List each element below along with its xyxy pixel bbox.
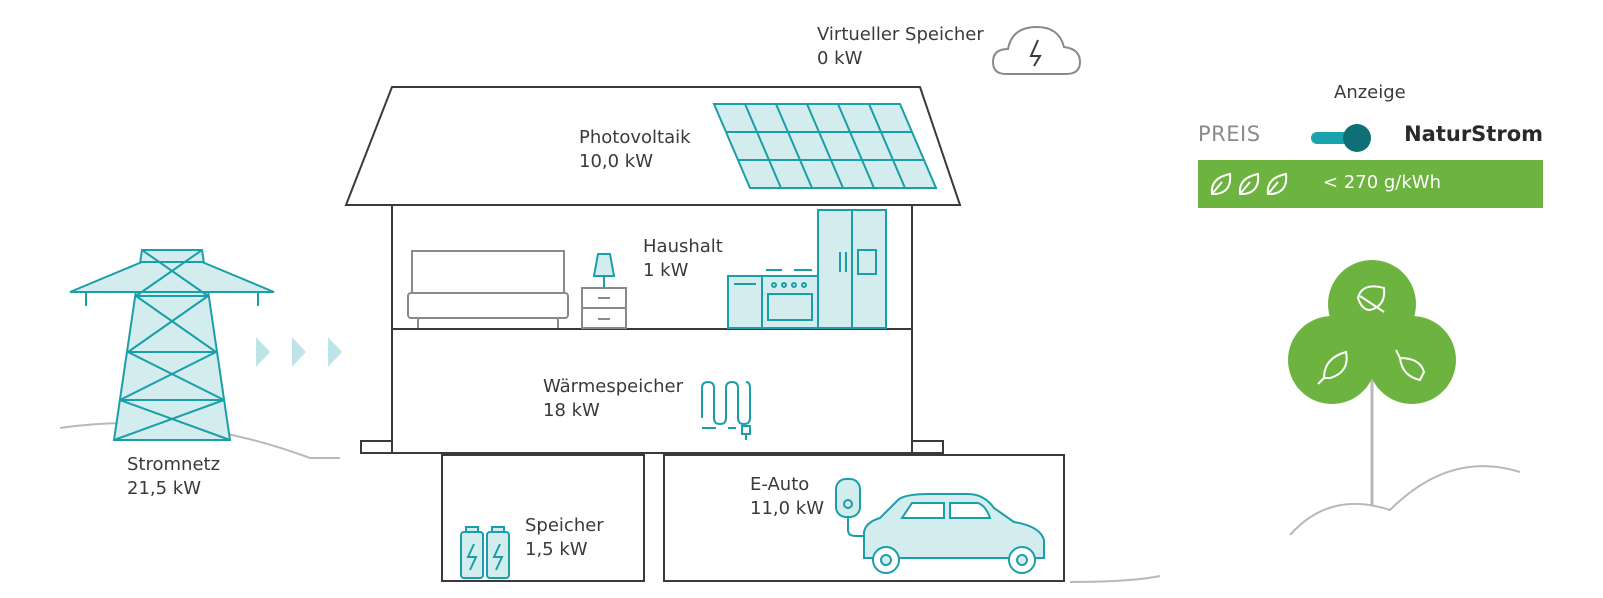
bed-icon (407, 250, 569, 328)
ground-line-right (1069, 575, 1161, 583)
co2-value: < 270 g/kWh (1323, 172, 1442, 193)
ground-line-tree (1289, 465, 1521, 536)
cloud-value: 0 kW (817, 48, 863, 69)
eauto-label: E-Auto 11,0 kW (750, 473, 824, 521)
ev-charger-icon (835, 478, 872, 537)
cloud-icon (991, 25, 1082, 75)
tree-leaves (1317, 285, 1426, 385)
kitchen-icon (727, 209, 887, 329)
house-body (360, 204, 1065, 582)
waermespeicher-name: Wärmespeicher (543, 376, 684, 397)
photovoltaik-label: Photovoltaik 10,0 kW (579, 126, 691, 174)
speicher-label: Speicher 1,5 kW (525, 514, 604, 562)
speicher-value: 1,5 kW (525, 539, 588, 560)
haushalt-value: 1 kW (643, 260, 689, 281)
battery-icon (460, 526, 510, 579)
co2-leaves (1210, 172, 1288, 195)
radiator-icon (701, 380, 751, 440)
display-title: Anzeige (1334, 82, 1406, 103)
photovoltaik-value: 10,0 kW (579, 151, 654, 172)
flow-arrows (256, 337, 342, 367)
preis-option-label[interactable]: PREIS (1198, 122, 1261, 146)
stromnetz-label: Stromnetz 21,5 kW (127, 453, 220, 501)
naturstrom-option-label[interactable]: NaturStrom (1404, 122, 1543, 146)
co2-banner: < 270 g/kWh (1198, 160, 1543, 208)
car-icon (863, 493, 1045, 574)
stromnetz-value: 21,5 kW (127, 478, 202, 499)
nightstand-icon (581, 253, 627, 329)
display-toggle-row: PREIS NaturStrom (1198, 118, 1543, 154)
solar-panel-icon (712, 103, 938, 189)
haushalt-name: Haushalt (643, 236, 723, 257)
display-toggle[interactable] (1311, 124, 1371, 152)
leaf-icon (1266, 172, 1288, 195)
photovoltaik-name: Photovoltaik (579, 127, 691, 148)
pylon-icon (69, 249, 275, 441)
eauto-value: 11,0 kW (750, 498, 825, 519)
leaf-icon (1238, 172, 1260, 195)
eauto-name: E-Auto (750, 474, 810, 495)
stromnetz-name: Stromnetz (127, 454, 221, 475)
waermespeicher-label: Wärmespeicher 18 kW (543, 375, 683, 423)
tree-icon (1288, 260, 1456, 505)
waermespeicher-value: 18 kW (543, 400, 600, 421)
leaf-icon (1210, 172, 1232, 195)
speicher-name: Speicher (525, 515, 604, 536)
cloud-label: Virtueller Speicher 0 kW (817, 23, 984, 71)
cloud-name: Virtueller Speicher (817, 24, 984, 45)
haushalt-label: Haushalt 1 kW (643, 235, 723, 283)
toggle-knob[interactable] (1343, 124, 1371, 152)
